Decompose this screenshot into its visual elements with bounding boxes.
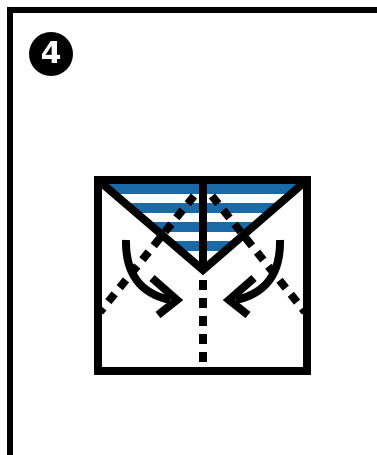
curved-arrow-right-icon: [229, 240, 280, 315]
curved-arrow-left-icon: [126, 240, 177, 315]
